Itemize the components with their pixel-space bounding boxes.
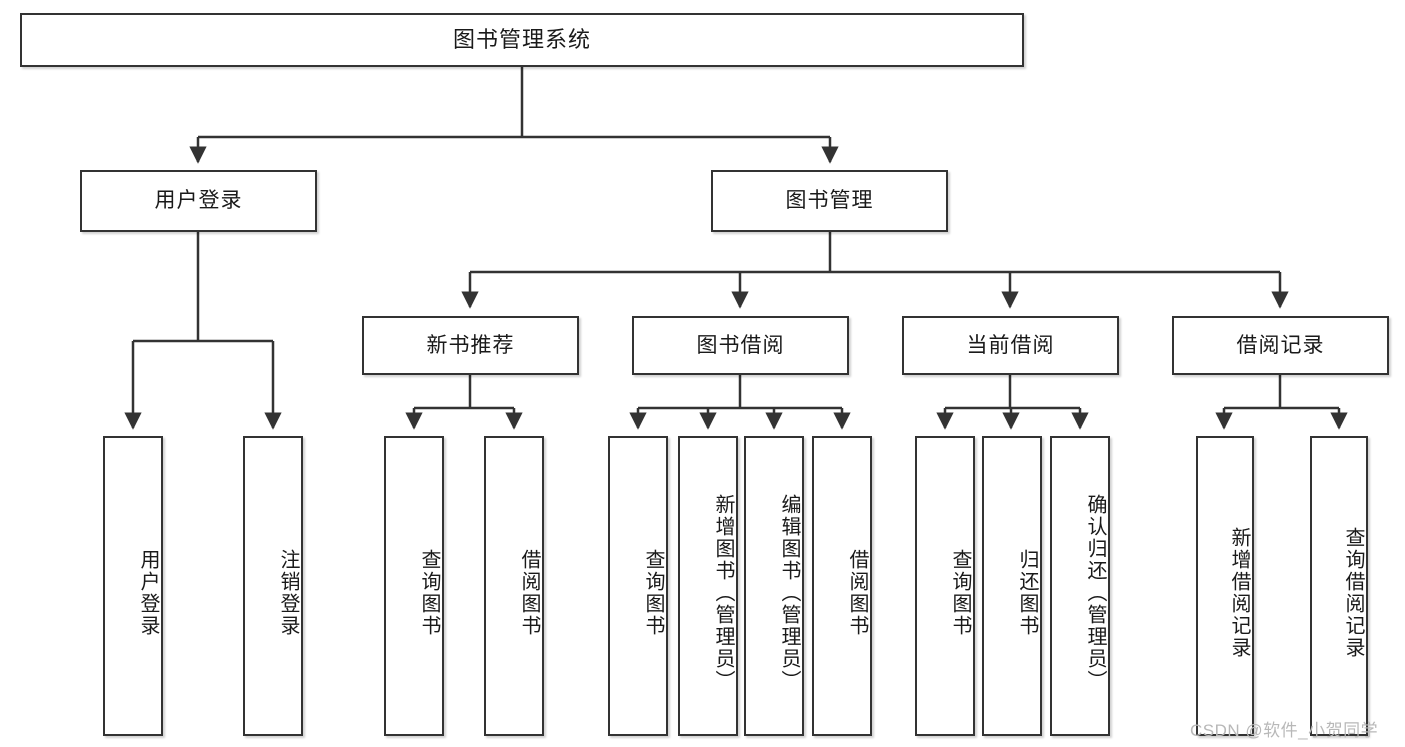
node-book-borrow[interactable]: 图书借阅 xyxy=(632,316,849,375)
node-new-book-recommendation[interactable]: 新书推荐 xyxy=(362,316,579,375)
leaf-borrow-book-new-rec[interactable]: 借阅图书 xyxy=(484,436,544,736)
leaf-borrow-book[interactable]: 借阅图书 xyxy=(812,436,872,736)
leaf-logout-login[interactable]: 注销登录 xyxy=(243,436,303,736)
leaf-query-book-new-rec[interactable]: 查询图书 xyxy=(384,436,444,736)
node-book-management[interactable]: 图书管理 xyxy=(711,170,948,232)
node-borrow-record[interactable]: 借阅记录 xyxy=(1172,316,1389,375)
node-root-book-management-system[interactable]: 图书管理系统 xyxy=(20,13,1024,67)
leaf-confirm-return-admin[interactable]: 确认归还（管理员） xyxy=(1050,436,1110,736)
leaf-query-borrow-record[interactable]: 查询借阅记录 xyxy=(1310,436,1368,736)
leaf-add-borrow-record[interactable]: 新增借阅记录 xyxy=(1196,436,1254,736)
leaf-edit-book-admin[interactable]: 编辑图书（管理员） xyxy=(744,436,804,736)
leaf-query-book-current[interactable]: 查询图书 xyxy=(915,436,975,736)
node-current-borrow[interactable]: 当前借阅 xyxy=(902,316,1119,375)
leaf-add-book-admin[interactable]: 新增图书（管理员） xyxy=(678,436,738,736)
leaf-return-book[interactable]: 归还图书 xyxy=(982,436,1042,736)
csdn-watermark: CSDN @软件_小贺同学 xyxy=(1190,721,1379,740)
node-user-login[interactable]: 用户登录 xyxy=(80,170,317,232)
leaf-query-book-borrow[interactable]: 查询图书 xyxy=(608,436,668,736)
leaf-user-login[interactable]: 用户登录 xyxy=(103,436,163,736)
